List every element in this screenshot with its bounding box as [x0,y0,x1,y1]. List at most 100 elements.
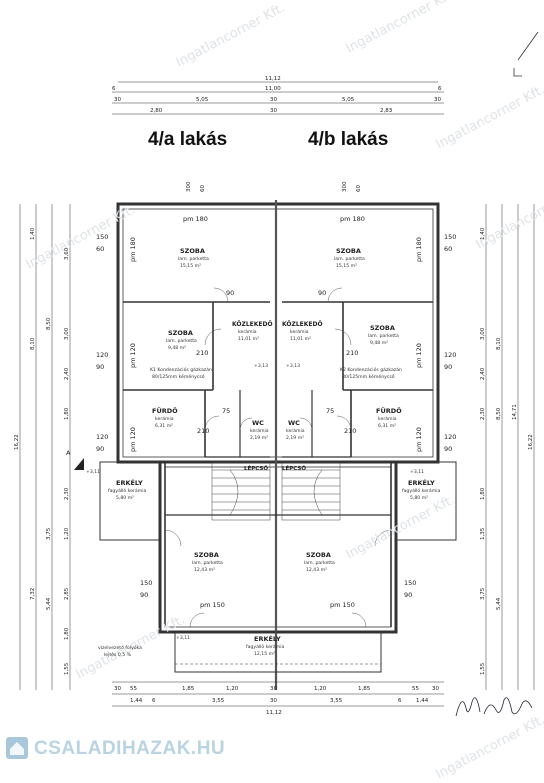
room-name: SZOBA [336,247,361,255]
dim-bottom: 3,55 [212,698,225,704]
apartment-title-right: 4/b lakás [308,129,389,150]
room-name: KÖZLEKEDŐ [282,321,323,328]
dim-left: 1,55 [64,662,70,675]
window-height: 90 [444,363,453,371]
logo-text: CSALADIHAZAK.HU [34,738,226,759]
parapet-height: pm 180 [129,237,137,262]
dim-top-segment: 2,83 [380,108,393,114]
dim-top-segment: 5,05 [342,97,355,103]
gutter-note: vízelvezető folyóka [98,646,142,651]
gutter-note: lejtés 0,5 % [104,653,131,658]
window-height: 90 [140,591,149,599]
dim-left: 1,40 [30,227,36,240]
dim-top-end: 6 [438,86,442,92]
room-name: LÉPCSŐ [282,466,307,472]
room-floor: lam. parketta [192,561,223,566]
room-name: SZOBA [168,329,193,337]
door-dim: 210 [196,349,209,357]
room-area: 6,31 m² [155,424,174,429]
dim-right: 8,10 [496,337,502,350]
dim-left: 1,80 [64,627,70,640]
dimension-lines [19,81,535,707]
dim-bottom-total: 11,12 [266,710,282,716]
dim-left: 8,10 [30,337,36,350]
dim-bottom: 1,85 [358,686,371,692]
dim-bottom: 6 [398,698,402,704]
dim-right: 1,55 [480,662,486,675]
level-mark: +3,11 [176,636,191,641]
room-floor: kerámia [250,429,269,434]
room-name: FÜRDŐ [152,407,178,415]
signature [455,697,533,717]
window-height: 90 [444,445,453,453]
dim-bottom: 1,44 [130,698,143,704]
parapet-height: pm 180 [415,237,423,262]
window-height: 120 [96,433,109,441]
room-area: 9,48 m² [168,346,187,351]
room-floor: lam. parketta [334,257,365,262]
room-floor: kerámia [155,417,174,422]
dim-left: 2,30 [64,487,70,500]
boiler-note: 80/125mm kéménycső [342,375,395,380]
door-dim: 75 [222,407,231,415]
window-height: 60 [96,245,105,253]
window-height: 120 [96,351,109,359]
room-name: ERKÉLY [408,479,435,487]
window-height: 90 [404,591,413,599]
room-area: 11,01 m² [290,337,311,342]
room-area: 5,80 m² [410,496,429,501]
parapet-height: pm 180 [340,215,365,223]
dim-total-top: 11,12 [265,76,281,82]
room-name: SZOBA [194,551,219,559]
dim-right: 2,30 [480,407,486,420]
room-area: 6,31 m² [378,424,397,429]
room-floor: fagyálló kerámia [402,489,441,494]
level-mark: +3,13 [286,364,301,369]
room-area: 5,80 m² [116,496,135,501]
room-name: ERKÉLY [116,479,143,487]
dim-left: 5,44 [46,597,52,610]
window-height: 90 [96,445,105,453]
boiler-note: K1 Kondenzációs gázkazán [150,368,212,373]
room-name: WC [288,419,300,427]
room-name: SZOBA [306,551,331,559]
dim-left: 3,75 [46,527,52,540]
room-name: FÜRDŐ [376,407,402,415]
dim-bottom: 1,20 [314,686,327,692]
dim-right: 2,40 [480,367,486,380]
dim-left: 1,20 [64,527,70,540]
dim-bottom: 3,55 [330,698,343,704]
north-arrow [513,31,539,77]
dim-top-segment: 2,80 [150,108,163,114]
dim-bottom: 30 [432,686,439,692]
building-walls [116,200,440,690]
dim-window: 60 [200,185,206,192]
site-logo[interactable]: CSALADIHAZAK.HU [6,737,266,759]
window-height: 90 [96,363,105,371]
door-dim: 210 [197,427,210,435]
dim-left: 7,32 [30,587,36,600]
boiler-note: 80/125mm kéménycső [152,375,205,380]
dim-right: 1,40 [480,227,486,240]
window-height: 150 [444,233,457,241]
level-mark: +3,13 [254,364,269,369]
dim-top-end: 6 [112,86,116,92]
room-floor: kerámia [290,330,309,335]
dim-right: 5,44 [496,597,502,610]
level-mark: +3,11 [86,470,101,475]
dim-top-segment: 30 [270,97,277,103]
room-name: SZOBA [180,247,205,255]
room-floor: fagyálló kerámia [108,489,147,494]
dim-top-segment: 30 [114,97,121,103]
dim-window: 60 [356,185,362,192]
room-area: 15,15 m² [336,264,357,269]
dim-left: 2,85 [64,587,70,600]
room-area: 11,01 m² [238,337,259,342]
dim-right: 3,75 [480,587,486,600]
dim-left: 2,40 [64,367,70,380]
balconies [99,461,457,673]
section-marker-triangle [74,458,84,470]
dim-bottom: 55 [412,686,419,692]
room-floor: lam. parketta [178,257,209,262]
